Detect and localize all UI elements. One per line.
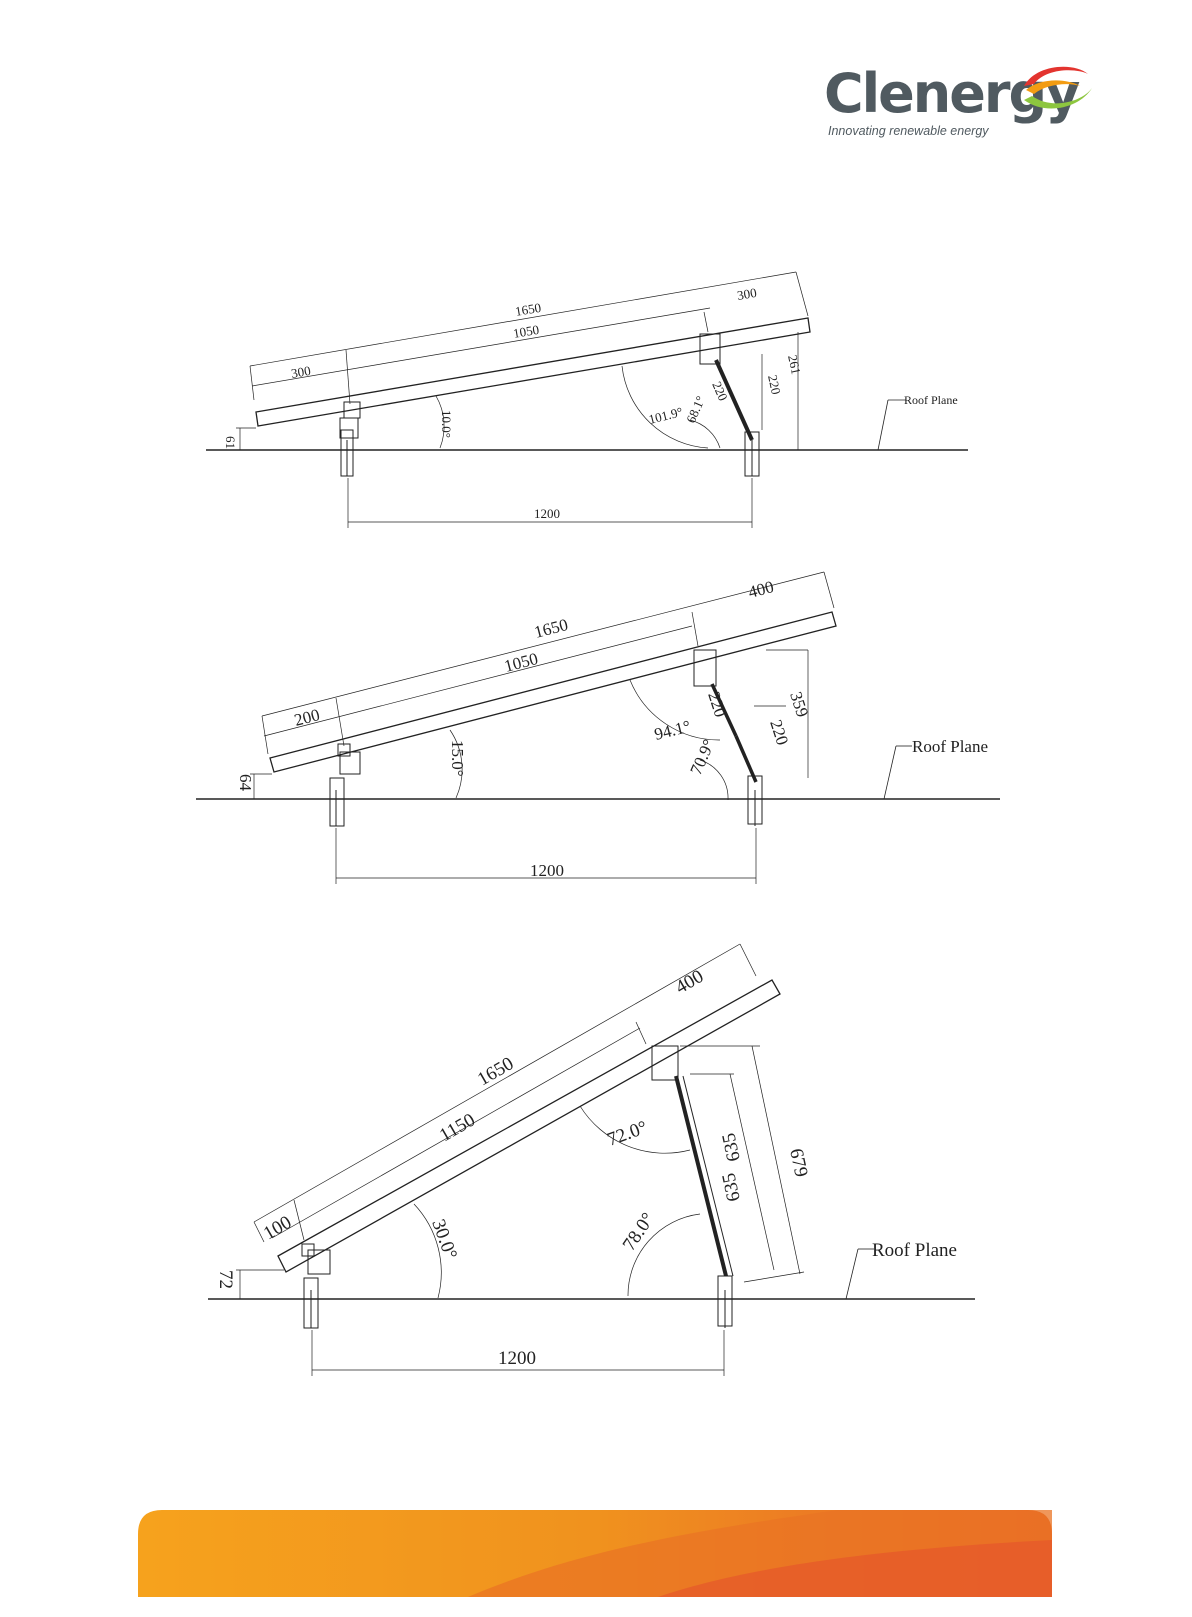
leg-upper-dim: 635 xyxy=(718,1131,744,1163)
leg-lower-dim: 635 xyxy=(718,1171,744,1203)
solar-panel xyxy=(278,980,780,1272)
footer-band xyxy=(138,1510,1052,1597)
rear-overhang-dim: 400 xyxy=(672,966,707,998)
base-span-dim: 1200 xyxy=(498,1348,536,1369)
tilt-angle-label: 30.0° xyxy=(427,1217,461,1263)
front-height-dim: 72 xyxy=(215,1270,236,1289)
rail-span-dim: 1150 xyxy=(436,1109,479,1146)
rear-height-dim: 679 xyxy=(785,1147,811,1179)
rear-clamp xyxy=(652,1046,678,1080)
leg-ground-angle-label: 78.0° xyxy=(619,1209,659,1255)
panel-length-dim: 1650 xyxy=(474,1053,517,1090)
front-overhang-dim: 100 xyxy=(260,1212,295,1244)
roof-plane-label: Roof Plane xyxy=(872,1240,957,1261)
